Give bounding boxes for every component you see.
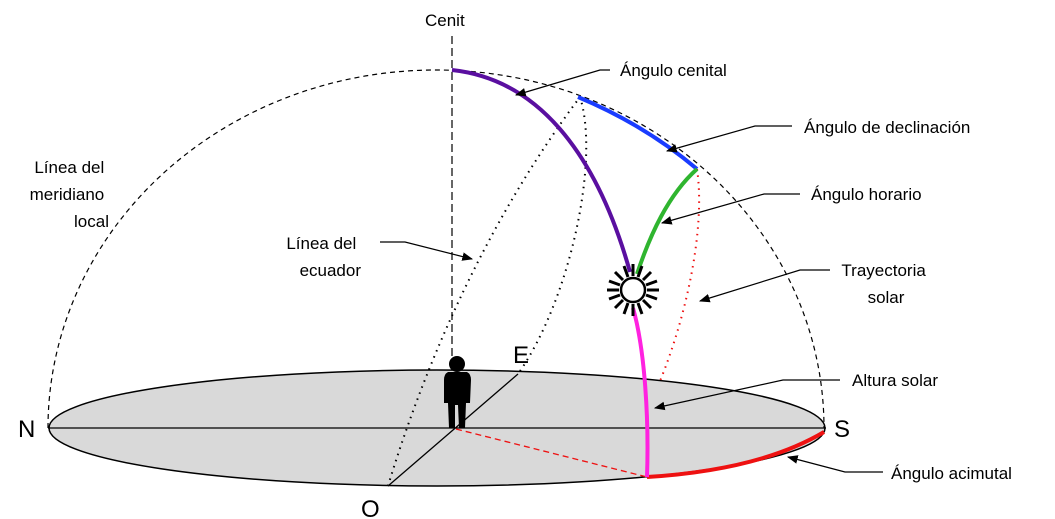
east-west-line [387, 373, 519, 487]
hour-angle-pointer [660, 193, 800, 225]
zenith-angle-arc [451, 68, 632, 273]
zenith-angle-label: Ángulo cenital [620, 61, 727, 80]
south-label: S [834, 416, 850, 443]
azimuth-dashed-line [455, 428, 648, 478]
north-label: N [18, 416, 35, 443]
solar-altitude-arc [631, 307, 650, 478]
solar-altitude-pointer [653, 379, 840, 411]
equator-label: Línea del ecuador [286, 234, 361, 280]
local-meridian-arc [47, 69, 825, 429]
azimuth-arc [646, 430, 826, 479]
east-label: E [513, 342, 529, 369]
solar-path-label: Trayectoria solar [841, 261, 930, 307]
azimuth-angle-pointer [786, 455, 883, 473]
zenith-label: Cenit [425, 11, 465, 30]
declination-angle-label: Ángulo de declinación [804, 118, 970, 137]
zenith-angle-pointer [514, 69, 610, 97]
sun-icon [607, 264, 659, 316]
azimuth-angle-label: Ángulo acimutal [891, 464, 1012, 483]
hour-circle-dotted [659, 168, 701, 382]
equator-line [387, 94, 588, 487]
declination-angle-pointer [665, 125, 792, 153]
declination-arc [577, 95, 699, 171]
equator-pointer [380, 241, 474, 261]
observer-icon [444, 356, 471, 428]
hour-angle-label: Ángulo horario [811, 185, 922, 204]
solar-path-pointer [698, 269, 830, 303]
local-meridian-label: Línea del meridiano local [30, 158, 109, 231]
west-label: O [361, 496, 380, 519]
solar-altitude-label: Altura solar [852, 371, 938, 390]
